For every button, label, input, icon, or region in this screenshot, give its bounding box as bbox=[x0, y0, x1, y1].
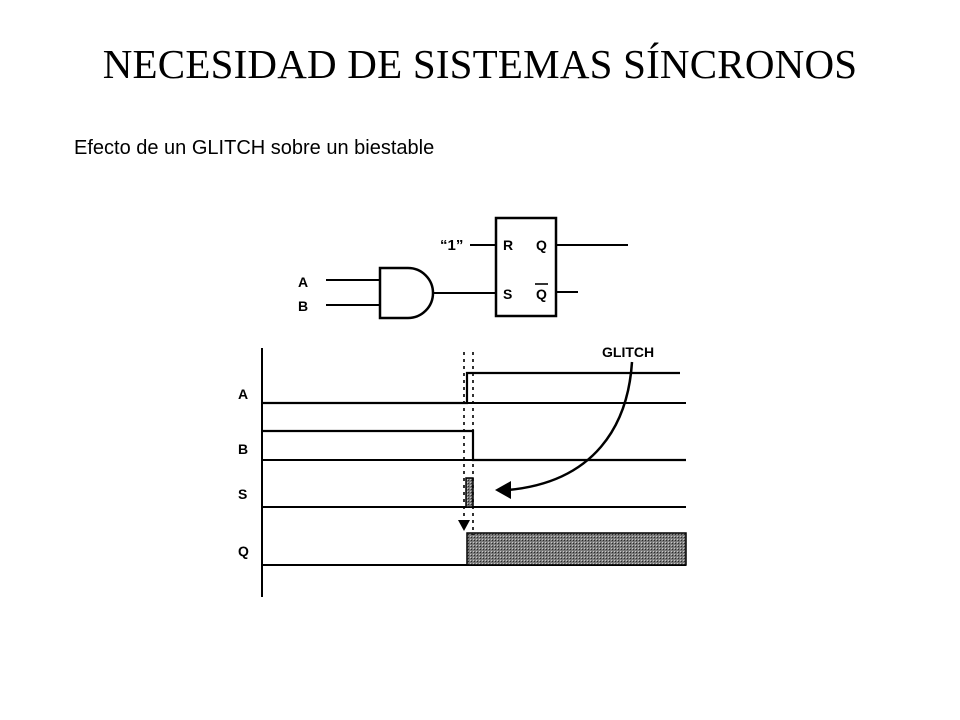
q-high-region bbox=[466, 532, 687, 566]
label-input-b: B bbox=[298, 298, 308, 314]
label-ff-qbar: Q bbox=[536, 286, 547, 302]
flip-flop-box bbox=[494, 216, 558, 318]
slide-subtitle: Efecto de un GLITCH sobre un biestable bbox=[74, 137, 435, 159]
and-gate bbox=[378, 266, 435, 320]
glitch-label: GLITCH bbox=[602, 344, 654, 360]
arrow-down-icon bbox=[458, 520, 470, 531]
waveform-a bbox=[262, 371, 680, 405]
label-input-a: A bbox=[298, 274, 308, 290]
label-ff-r: R bbox=[503, 237, 513, 253]
glitch-arrowhead-icon bbox=[495, 481, 511, 499]
signal-label-a: A bbox=[238, 386, 248, 402]
label-ff-q: Q bbox=[536, 237, 547, 253]
signal-label-b: B bbox=[238, 441, 248, 457]
signal-label-q: Q bbox=[238, 543, 249, 559]
timing-diagram: A B S Q GLITCH bbox=[238, 344, 687, 597]
waveform-b bbox=[262, 429, 686, 462]
slide-title: NECESIDAD DE SISTEMAS SÍNCRONOS bbox=[102, 41, 858, 87]
glitch-arrow bbox=[507, 361, 634, 492]
label-ff-s: S bbox=[503, 286, 512, 302]
glitch-pulse bbox=[465, 477, 474, 508]
label-constant-one: “1” bbox=[440, 237, 463, 254]
signal-label-s: S bbox=[238, 486, 247, 502]
circuit-schematic: A B “1” R S Q Q bbox=[298, 216, 628, 320]
